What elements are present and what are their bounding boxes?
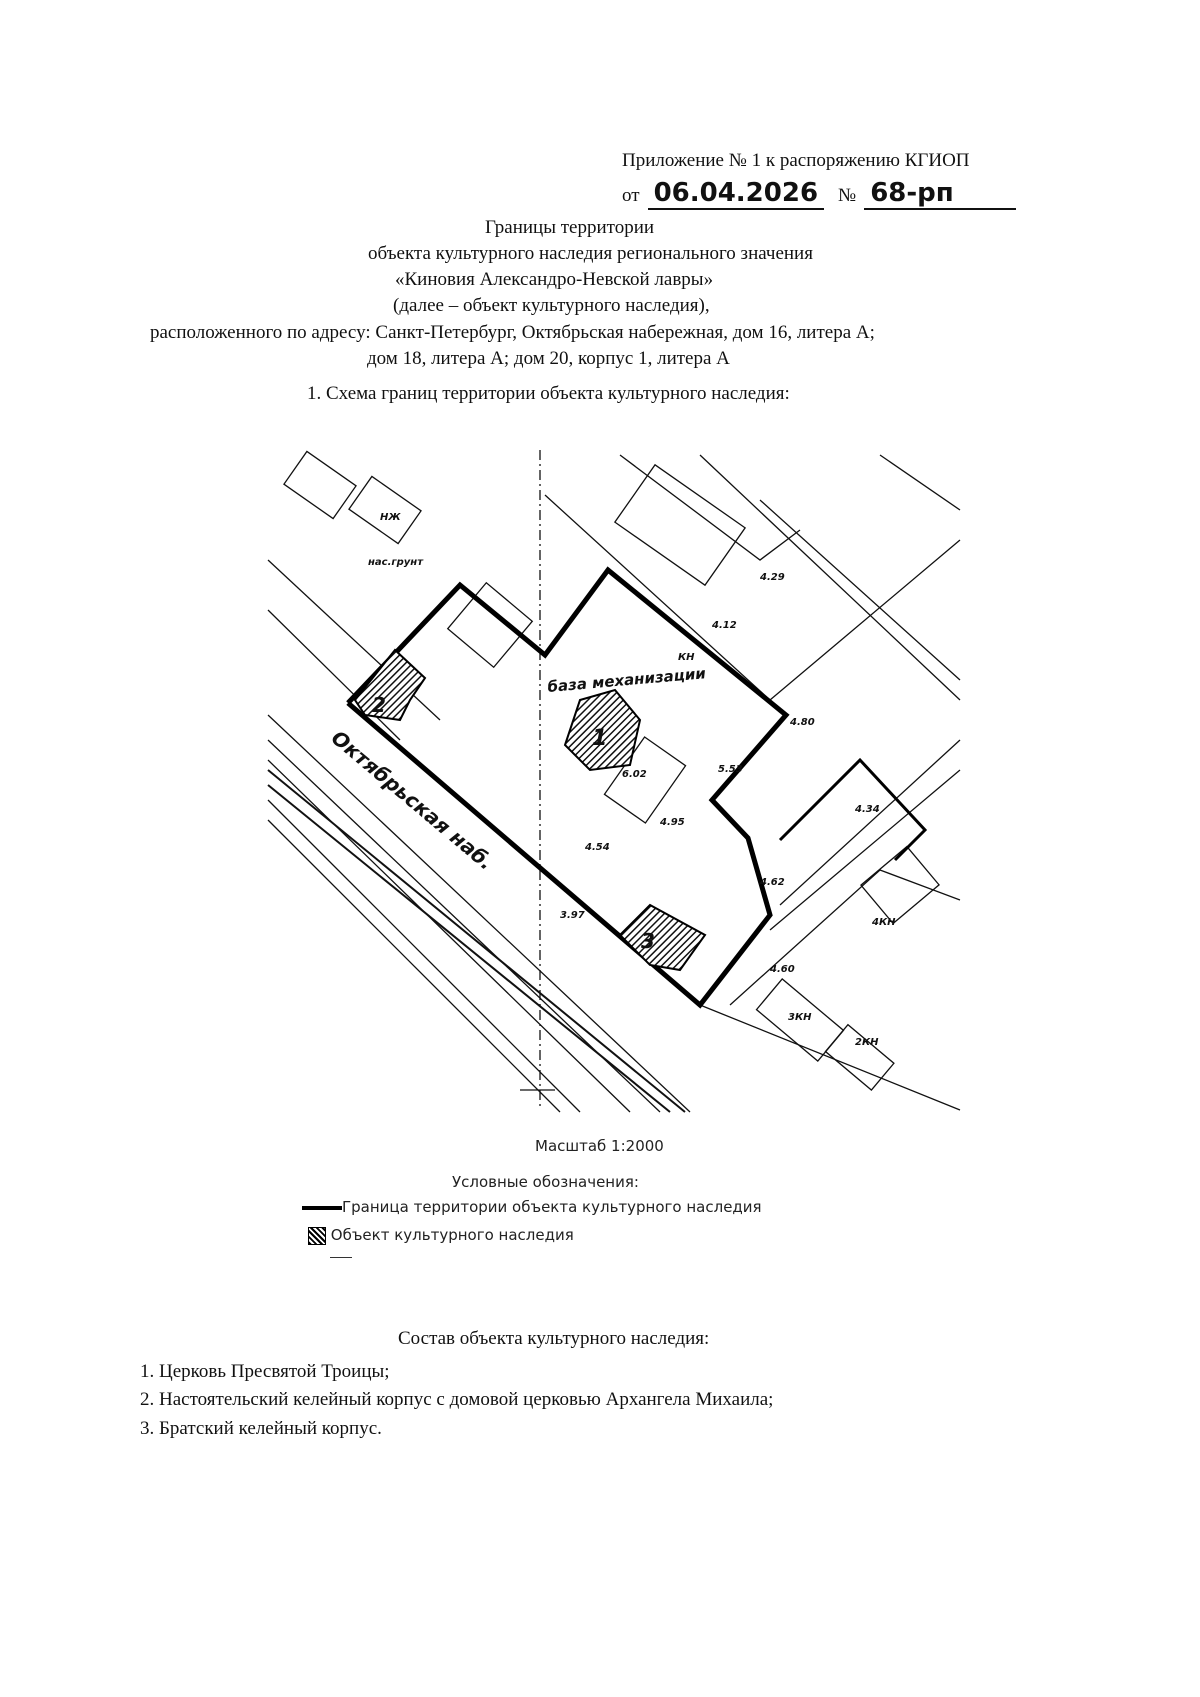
- composition-item-2: 2. Настоятельский келейный корпус с домо…: [140, 1389, 774, 1410]
- title-line-2: объекта культурного наследия регионально…: [368, 243, 813, 264]
- building-1-label: 1: [592, 726, 607, 751]
- map-label: НЖ: [380, 512, 401, 523]
- heritage-building-2: [353, 648, 427, 722]
- territory-boundary: [346, 566, 790, 1009]
- heritage-building-1: [563, 688, 642, 772]
- map-label: 4КН: [871, 917, 896, 928]
- adjacent-boundary: [778, 757, 928, 862]
- map-label: 4.34: [854, 804, 880, 815]
- map-label: 4.62: [759, 877, 785, 888]
- map-label: 4.95: [659, 817, 685, 828]
- composition-item-3: 3. Братский келейный корпус.: [140, 1418, 382, 1439]
- title-line-5: расположенного по адресу: Санкт-Петербур…: [150, 322, 875, 343]
- legend-item-heritage: Объект культурного наследия: [308, 1226, 574, 1245]
- map-label: 4.80: [789, 717, 815, 728]
- order-date-number: от 06.04.2026 № 68-рп: [622, 178, 1017, 210]
- order-number: 68-рп: [864, 178, 1017, 210]
- legend-label: Граница территории объекта культурного н…: [342, 1198, 762, 1216]
- heritage-building-3: [618, 903, 707, 972]
- map-label: нас.грунт: [368, 557, 424, 568]
- building-3-label: 3: [641, 929, 655, 953]
- railway-track: [267, 769, 686, 1113]
- map-label: 4.60: [769, 964, 795, 975]
- number-prefix: №: [838, 185, 857, 206]
- legend-title: Условные обозначения:: [452, 1173, 639, 1191]
- thick-line-icon: [302, 1205, 342, 1210]
- composition-item-1: 1. Церковь Пресвятой Троицы;: [140, 1361, 390, 1382]
- map-label: 5.53: [718, 764, 743, 775]
- map-background-lines: [267, 450, 961, 1113]
- map-label: 4.29: [759, 572, 785, 583]
- map-label: КН: [678, 652, 695, 663]
- order-date: 06.04.2026: [647, 178, 825, 210]
- base-label: база механизации: [547, 664, 707, 696]
- title-line-1: Границы территории: [485, 217, 655, 238]
- map-label: 4.12: [711, 620, 737, 631]
- elevation-labels: 4.95 4.54 6.02 5.53 4.80 4.34 4.62 4.60 …: [368, 512, 896, 1048]
- building-2-label: 2: [372, 693, 386, 717]
- title-line-4: (далее – объект культурного наследия),: [393, 295, 710, 316]
- date-prefix: от: [622, 185, 640, 206]
- map-label: 3.97: [560, 910, 585, 921]
- hatched-square-icon: [308, 1226, 326, 1245]
- map-label: 3КН: [788, 1012, 812, 1023]
- map-label: 4.54: [584, 842, 610, 853]
- map-label: 2КН: [855, 1037, 879, 1048]
- map-label: 6.02: [622, 769, 647, 780]
- map-scale: Масштаб 1:2000: [535, 1137, 664, 1155]
- composition-title: Состав объекта культурного наследия:: [398, 1328, 710, 1349]
- street-label: Октябрьская наб.: [327, 725, 498, 874]
- section-1-heading: 1. Схема границ территории объекта культ…: [307, 383, 790, 404]
- legend-divider: [330, 1257, 352, 1258]
- title-line-3: «Киновия Александро-Невской лавры»: [395, 269, 714, 290]
- legend-item-boundary: Граница территории объекта культурного н…: [302, 1198, 762, 1216]
- legend-label: Объект культурного наследия: [330, 1226, 574, 1244]
- title-line-6: дом 18, литера А; дом 20, корпус 1, лите…: [367, 348, 730, 369]
- appendix-line: Приложение № 1 к распоряжению КГИОП: [622, 150, 970, 171]
